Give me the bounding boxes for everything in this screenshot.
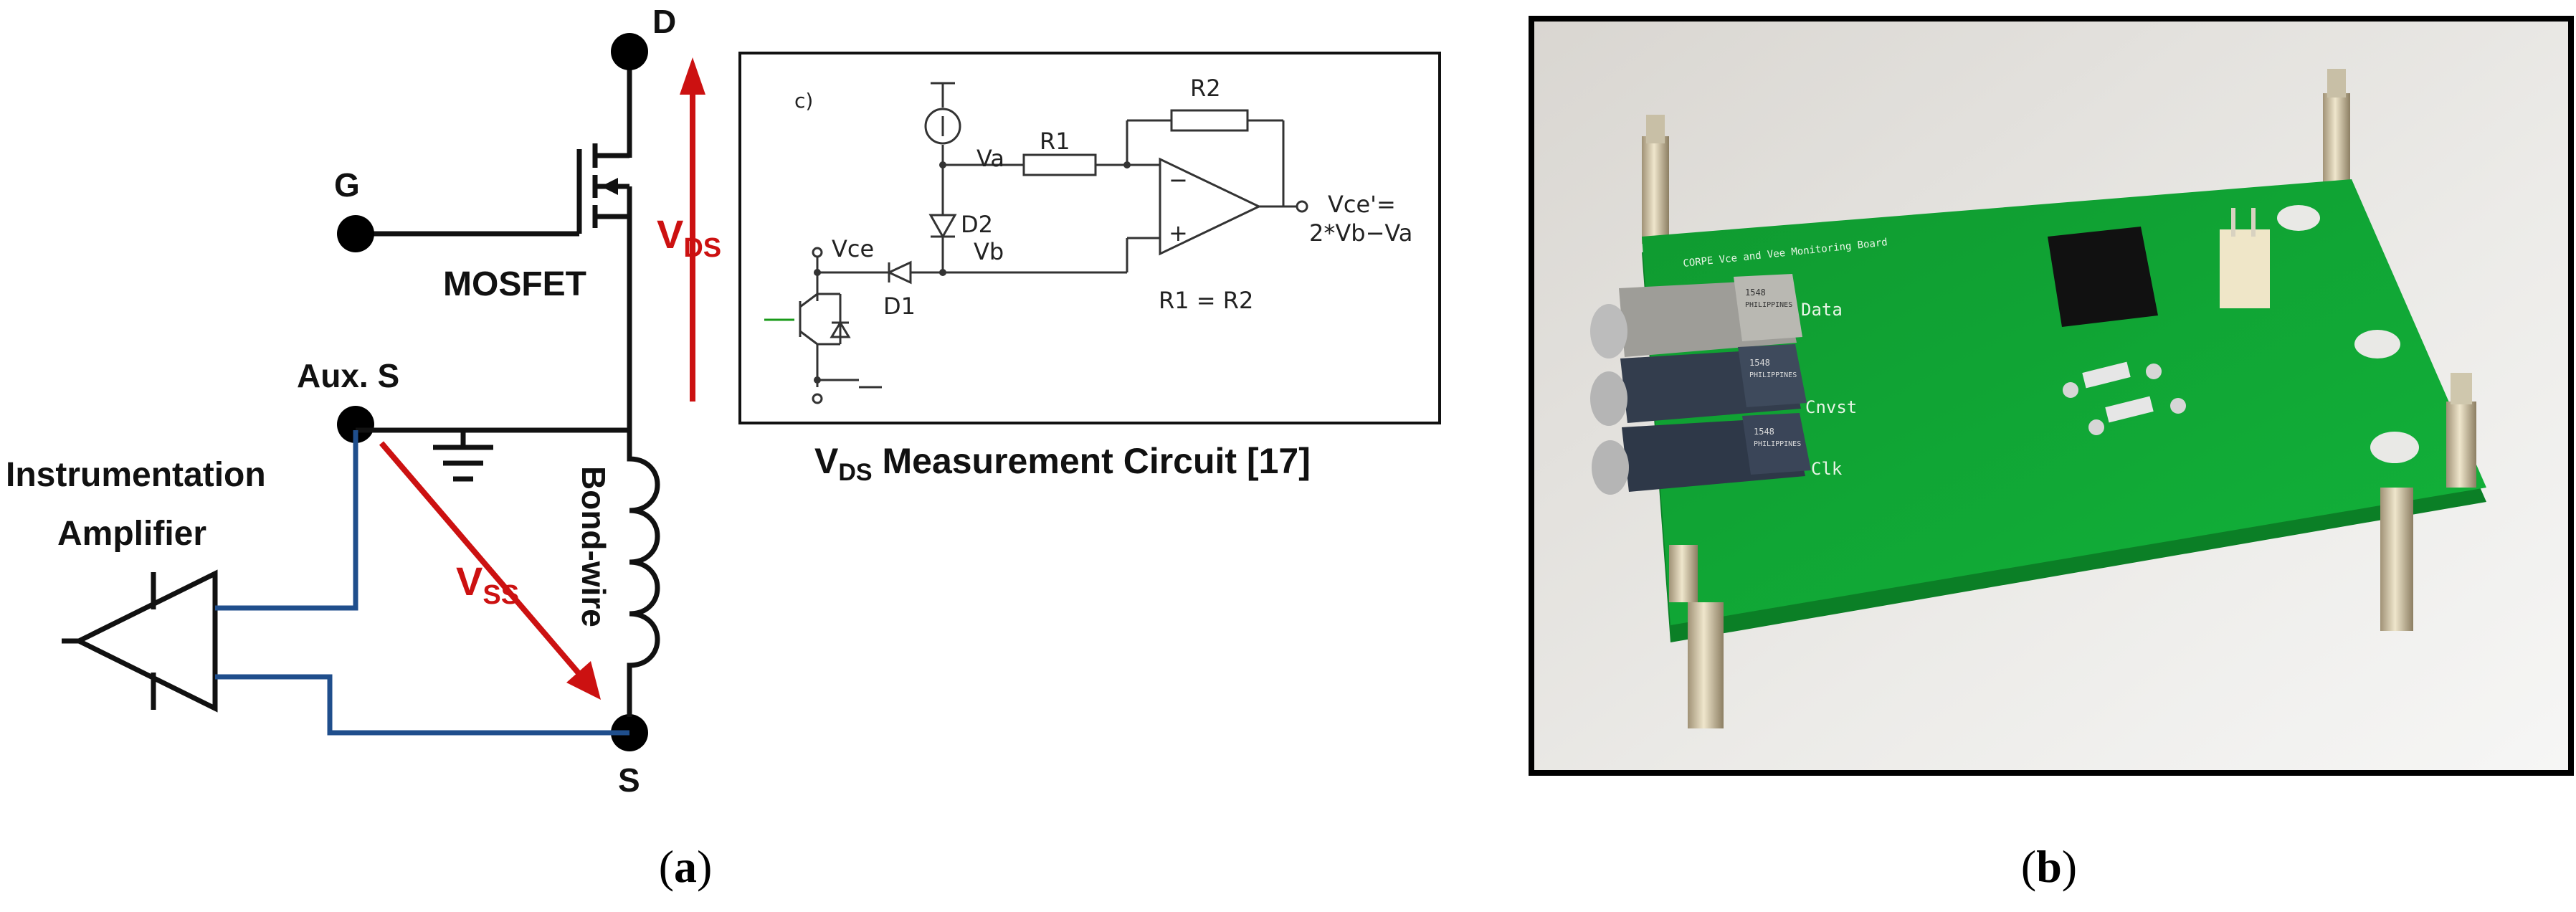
svg-text:1548: 1548	[1749, 358, 1770, 368]
fiber-connector-data: 1548 PHILIPPINES	[1590, 274, 1802, 358]
inset-minus: −	[1169, 166, 1188, 194]
mosfet-symbol	[576, 143, 632, 229]
svg-text:PHILIPPINES: PHILIPPINES	[1749, 371, 1797, 379]
label-vds: VDS	[657, 212, 721, 263]
inset-output-2: 2*Vb−Va	[1309, 219, 1412, 247]
svg-text:PHILIPPINES: PHILIPPINES	[1754, 440, 1801, 448]
inset-r2: R2	[1190, 75, 1221, 102]
fiber-connector-clk: 1548 PHILIPPINES	[1592, 413, 1811, 495]
amp-wire-source	[215, 674, 629, 736]
vds-measurement-inset: c) Va R1 R2 D2 Vb D1 Vce − + Vce'= 2*Vb−…	[738, 52, 1441, 424]
standoff-front-left	[1688, 602, 1724, 728]
svg-text:1548: 1548	[1754, 427, 1774, 437]
label-vss: VSS	[456, 559, 519, 610]
inset-d1: D1	[883, 293, 916, 320]
inset-output-1: Vce'=	[1328, 191, 1396, 218]
vss-sub: SS	[483, 580, 519, 610]
pcb-label-data: Data	[1801, 300, 1843, 320]
pcb-label-cnvst: Cnvst	[1805, 397, 1857, 417]
instrumentation-amplifier-symbol	[73, 569, 218, 713]
white-header	[2220, 229, 2270, 308]
label-aux-source: Aux. S	[297, 357, 399, 394]
inset-plus: +	[1169, 219, 1188, 247]
inset-equation: R1 = R2	[1159, 287, 1253, 314]
aux-source-terminal	[337, 406, 374, 443]
photo-frame	[1529, 16, 2574, 776]
label-source: S	[618, 761, 640, 799]
label-bond-wire: Bond-wire	[575, 466, 612, 627]
inset-caption-main: V	[814, 441, 839, 481]
label-drain: D	[652, 3, 676, 40]
bond-wire-coil	[627, 430, 660, 717]
pcb-board	[1642, 179, 2486, 625]
amp-wire-aux	[215, 430, 358, 611]
label-gate: G	[334, 166, 360, 204]
caption-a-letter: a	[674, 841, 697, 892]
inset-va: Va	[976, 145, 1004, 172]
label-mosfet: MOSFET	[443, 265, 586, 303]
inset-d2: D2	[961, 211, 993, 238]
inset-vce: Vce	[832, 235, 874, 262]
vds-main: V	[657, 212, 683, 257]
pcb-label-clk: Clk	[1811, 459, 1843, 479]
standoff-rear-left	[1642, 136, 1669, 244]
inset-vb: Vb	[974, 238, 1004, 265]
vss-arrow	[379, 441, 582, 676]
inset-caption-rest: Measurement Circuit [17]	[873, 441, 1311, 481]
ground-symbol	[433, 430, 493, 482]
fiber-connector-cnvst: 1548 PHILIPPINES	[1590, 344, 1807, 426]
inset-caption: VDS Measurement Circuit [17]	[814, 441, 1311, 486]
drain-terminal	[611, 33, 648, 70]
black-component	[2048, 227, 2158, 327]
inset-caption-sub: DS	[838, 459, 872, 486]
caption-b: (b)	[2021, 841, 2077, 892]
svg-text:1548: 1548	[1745, 288, 1766, 298]
vss-main: V	[456, 559, 483, 604]
caption-a: (a)	[659, 841, 713, 892]
inset-r1: R1	[1040, 128, 1070, 155]
svg-text:PHILIPPINES: PHILIPPINES	[1745, 301, 1792, 309]
vds-sub: DS	[683, 233, 721, 263]
mosfet-arrow	[601, 178, 618, 195]
gate-terminal	[337, 215, 374, 252]
panel-b-photo: CORPE Vce and Vee Monitoring Board Data …	[1529, 16, 2574, 776]
label-instrumentation: Instrumentation	[6, 456, 266, 494]
panel-a-schematic: D G MOSFET Aux. S S Instrumentation Ampl…	[6, 3, 1441, 799]
standoff-front-right	[2380, 488, 2413, 631]
label-amplifier: Amplifier	[57, 515, 206, 553]
inset-tag: c)	[794, 89, 813, 113]
caption-b-letter: b	[2036, 841, 2062, 892]
